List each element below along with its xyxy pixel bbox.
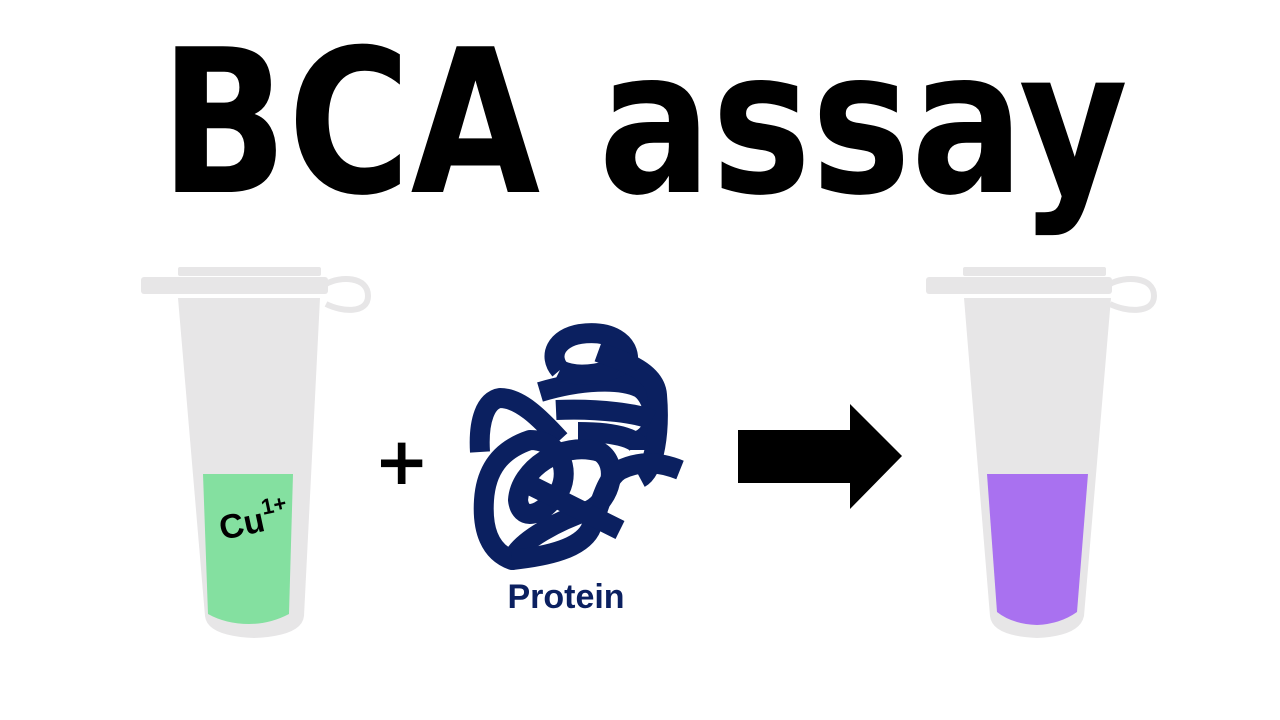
- reactant-label: Cu: [216, 501, 268, 548]
- reactant-tube: Cu1+: [141, 267, 372, 638]
- product-liquid: [987, 474, 1088, 625]
- protein-icon: [469, 323, 684, 570]
- protein-label: Protein: [507, 578, 624, 616]
- svg-text:Cu1+: Cu1+: [215, 490, 293, 548]
- reactant-liquid: [203, 474, 293, 624]
- plus-symbol: +: [374, 423, 429, 500]
- title: BCA assay: [160, 7, 1128, 240]
- product-tube: [926, 267, 1158, 638]
- reaction-arrow-icon: [738, 404, 902, 509]
- reactant-superscript: 1+: [259, 490, 289, 520]
